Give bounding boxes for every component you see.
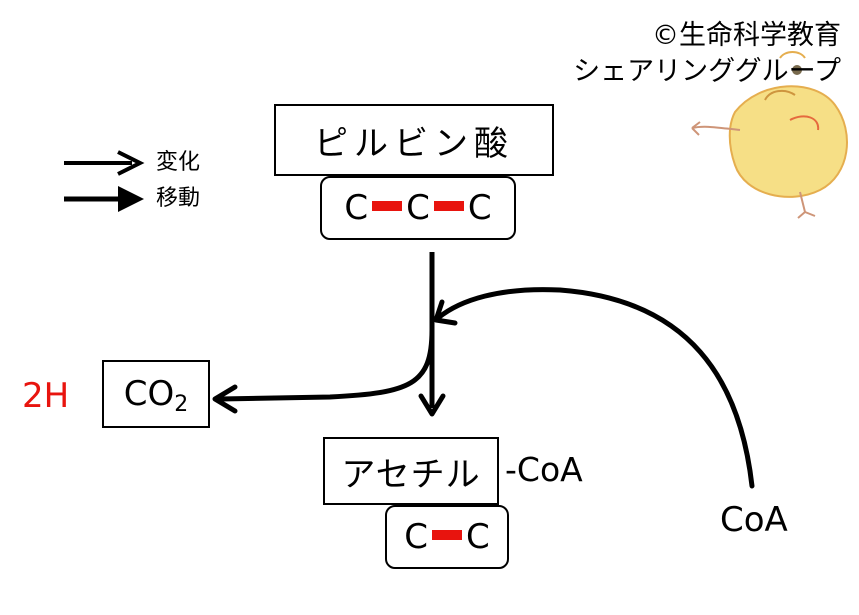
carbon-bond-1	[372, 201, 403, 211]
acetyl-carbon-2: C	[466, 517, 490, 557]
legend-change-arrow	[64, 150, 145, 176]
copyright-line-2: シェアリンググループ	[573, 56, 841, 87]
hydrogen-label: 2H	[22, 376, 70, 416]
pyruvate-carbon-1: C	[344, 188, 369, 228]
pyruvate-carbon-2: C	[406, 188, 430, 228]
carbon-bond-2	[433, 201, 464, 211]
pyruvate-carbon-3: C	[467, 188, 492, 228]
pyruvate-carbon-chain: C C C	[320, 176, 516, 240]
acetyl-carbon-chain: C C	[385, 505, 509, 569]
pyruvate-name: ピルビン酸	[314, 123, 514, 164]
legend-move-arrow	[64, 186, 144, 212]
pyruvate-name-box: ピルビン酸	[274, 104, 554, 176]
coa-incoming-arrow	[433, 287, 755, 489]
copyright-notice: ©生命科学教育 シェアリンググループ	[573, 18, 841, 90]
acetyl-name: アセチル	[341, 454, 481, 495]
legend-change-label: 変化	[156, 150, 201, 175]
acetyl-carbon-1: C	[404, 517, 428, 557]
copyright-line-1: ©生命科学教育	[652, 20, 841, 51]
co2-main-text: CO	[123, 374, 175, 414]
co2-subscript: 2	[174, 391, 189, 417]
legend-move-label: 移動	[156, 186, 201, 211]
co2-release-arrow	[212, 327, 435, 414]
acetyl-name-box: アセチル	[323, 437, 499, 505]
carbon-bond-acetyl	[432, 530, 462, 540]
chick-drawing-icon	[691, 51, 848, 219]
acetyl-coa-suffix: -CoA	[505, 450, 583, 489]
coa-label: CoA	[720, 500, 788, 540]
